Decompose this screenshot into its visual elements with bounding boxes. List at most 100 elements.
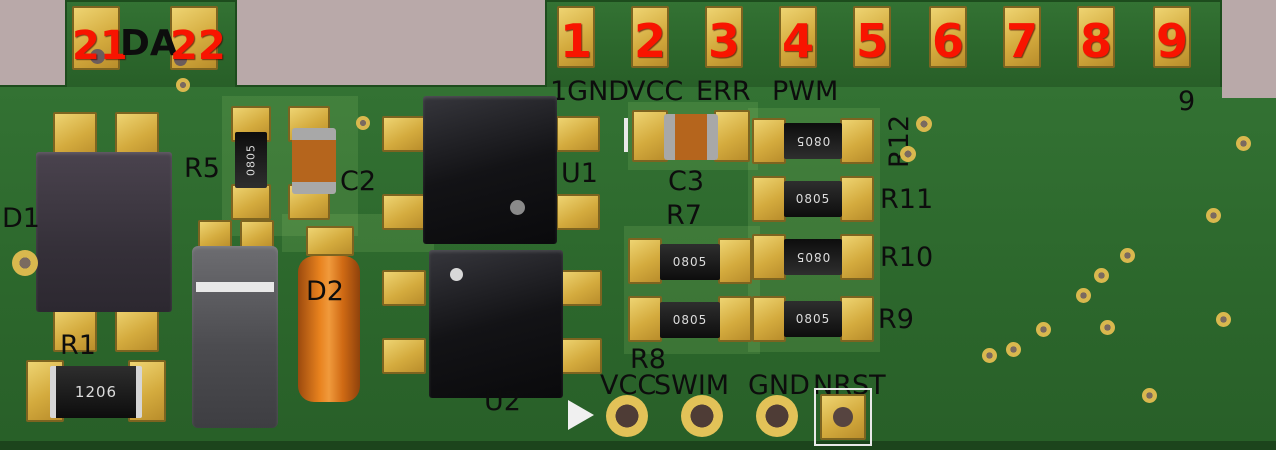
- via: [1206, 208, 1221, 223]
- refdes-r7: R7: [666, 200, 702, 231]
- r9-body: 0805: [784, 301, 842, 337]
- r8-body: 0805: [660, 302, 720, 338]
- edge-pad-7: [1003, 6, 1041, 68]
- u1-pad: [382, 194, 426, 230]
- refdes-r9: R9: [878, 304, 914, 335]
- d2-body: [298, 256, 360, 402]
- silkscreen-label-gnd: 1GND: [550, 76, 630, 107]
- r10-marking: 0805: [795, 250, 831, 264]
- silkscreen-label-pwm: PWM: [772, 76, 839, 107]
- r11-body: 0805: [784, 181, 842, 217]
- c2-body: [292, 128, 336, 194]
- edge-pad-8: [1077, 6, 1115, 68]
- r9-pad: [840, 296, 874, 342]
- refdes-d1: D1: [2, 203, 40, 234]
- r7-pad: [628, 238, 662, 284]
- header-hole-gnd: [756, 395, 798, 437]
- pad-number-1: 1: [559, 14, 592, 68]
- r12-pad: [840, 118, 874, 164]
- r1-body: 1206: [50, 366, 142, 418]
- r8-marking: 0805: [672, 313, 708, 327]
- u1-pad: [556, 194, 600, 230]
- silkscreen-label-err: ERR: [696, 76, 751, 107]
- via: [1100, 320, 1115, 335]
- r5-body: 0805: [235, 132, 267, 188]
- via: [1236, 136, 1251, 151]
- edge-pad-3: [705, 6, 743, 68]
- u2-pad: [558, 270, 602, 306]
- header-label-vcc: VCC: [600, 370, 657, 401]
- r7-body: 0805: [660, 244, 720, 280]
- edge-pad-2: [631, 6, 669, 68]
- c3-pad: [632, 110, 668, 162]
- via: [356, 116, 370, 130]
- r12-pad: [752, 118, 786, 164]
- refdes-r1: R1: [60, 330, 96, 361]
- via: [1120, 248, 1135, 263]
- header-pad-nrst: [820, 394, 866, 440]
- refdes-c2: C2: [340, 166, 377, 197]
- via: [1142, 388, 1157, 403]
- edge-pad-5: [853, 6, 891, 68]
- edge-pad-4: [779, 6, 817, 68]
- silkscreen-outline: [814, 388, 872, 446]
- refdes-d2: D2: [306, 276, 344, 307]
- u2-body: [429, 250, 563, 398]
- pin1-arrow-icon: [568, 400, 594, 430]
- silkscreen-label-da: DA: [120, 23, 178, 64]
- via: [1006, 342, 1021, 357]
- d1-pad: [115, 306, 159, 352]
- r7-marking: 0805: [672, 255, 708, 269]
- pad-number-2: 2: [633, 14, 666, 68]
- u2-pin1-dot: [450, 268, 463, 281]
- r5-marking: 0805: [244, 144, 258, 176]
- pad-number-7: 7: [1005, 14, 1038, 68]
- r1-marking: 1206: [74, 383, 118, 401]
- via: [1094, 268, 1109, 283]
- via: [176, 78, 190, 92]
- refdes-u1: U1: [561, 158, 598, 189]
- via: [916, 116, 932, 132]
- via: [1036, 322, 1051, 337]
- r8-pad: [718, 296, 752, 342]
- refdes-r8: R8: [630, 344, 666, 375]
- header-hole-nrst: [833, 407, 853, 427]
- u1-pin1-dot: [510, 200, 525, 215]
- gray-component-stripe: [196, 282, 274, 292]
- via: [900, 146, 916, 162]
- silkscreen-label-9: 9: [1178, 86, 1196, 117]
- refdes-r11: R11: [880, 184, 934, 215]
- refdes-c3: C3: [668, 166, 705, 197]
- r10-pad: [752, 234, 786, 280]
- r8-pad: [628, 296, 662, 342]
- pad-hole: [90, 49, 105, 64]
- u2-pad: [382, 338, 426, 374]
- silkscreen-tick: [624, 118, 628, 152]
- u2-pad: [558, 338, 602, 374]
- d1-body: [36, 152, 172, 312]
- gray-component-body: [192, 246, 278, 428]
- r12-body: 0805: [784, 123, 842, 159]
- c3-pad: [714, 110, 750, 162]
- header-label-swim: SWIM: [654, 370, 730, 401]
- r10-body: 0805: [784, 239, 842, 275]
- board-bottom-edge: [0, 441, 1276, 450]
- u1-pad: [382, 116, 426, 152]
- silkscreen-label-vcc: VCC: [627, 76, 684, 107]
- pad-number-6: 6: [931, 14, 964, 68]
- header-hole-vcc: [606, 395, 648, 437]
- r7-pad: [718, 238, 752, 284]
- via: [1216, 312, 1231, 327]
- r11-pad: [752, 176, 786, 222]
- via: [982, 348, 997, 363]
- pad-number-8: 8: [1079, 14, 1112, 68]
- pad-number-21: 21: [72, 23, 128, 69]
- pad-number-5: 5: [855, 14, 888, 68]
- pad-number-4: 4: [781, 14, 814, 68]
- via: [1076, 288, 1091, 303]
- edge-pad-9: [1153, 6, 1191, 68]
- mounting-hole: [12, 250, 38, 276]
- refdes-r5: R5: [184, 153, 220, 184]
- r9-marking: 0805: [795, 312, 831, 326]
